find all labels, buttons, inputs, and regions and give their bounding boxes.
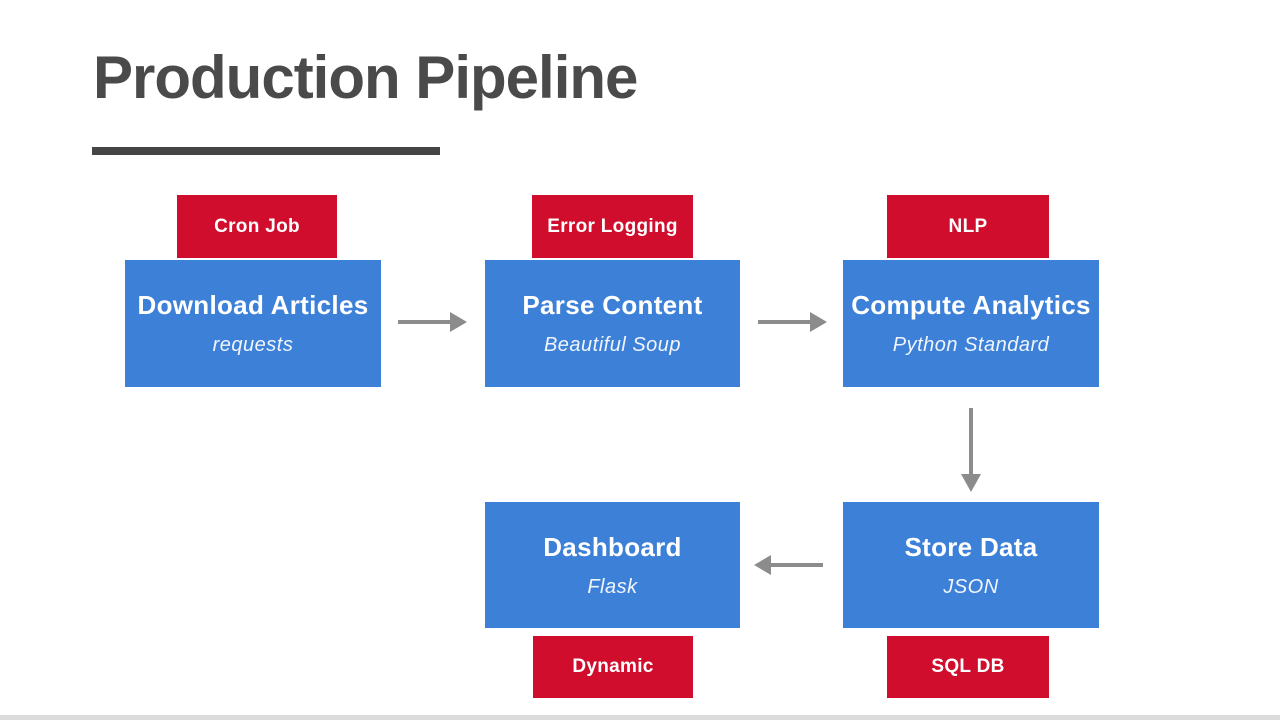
tag-sql-db: SQL DB <box>887 636 1049 698</box>
arrow-head <box>754 555 771 575</box>
node-download-articles-subtitle: requests <box>212 334 294 356</box>
arrow-parse-to-analytics-icon <box>758 312 827 332</box>
node-store-data: Store Data JSON <box>843 502 1099 628</box>
node-download-articles: Download Articles requests <box>125 260 381 387</box>
tag-dynamic: Dynamic <box>533 636 693 698</box>
node-compute-analytics-title: Compute Analytics <box>851 290 1091 320</box>
node-parse-content: Parse Content Beautiful Soup <box>485 260 740 387</box>
arrow-download-to-parse-icon <box>398 312 467 332</box>
arrow-shaft <box>969 408 973 474</box>
bottom-edge-bar <box>0 715 1280 720</box>
node-parse-content-subtitle: Beautiful Soup <box>543 334 682 356</box>
node-dashboard: Dashboard Flask <box>485 502 740 628</box>
arrow-shaft <box>771 563 823 567</box>
arrow-store-to-dashboard-icon <box>754 555 823 575</box>
node-parse-content-title: Parse Content <box>522 290 703 320</box>
arrow-head <box>810 312 827 332</box>
arrow-shaft <box>398 320 450 324</box>
node-store-data-subtitle: JSON <box>943 575 999 598</box>
node-dashboard-title: Dashboard <box>543 531 682 562</box>
tag-cron-job: Cron Job <box>177 195 337 258</box>
arrow-head <box>450 312 467 332</box>
tag-nlp: NLP <box>887 195 1049 258</box>
arrow-analytics-to-store-icon <box>961 408 981 492</box>
tag-error-logging: Error Logging <box>532 195 693 258</box>
arrow-head <box>961 474 981 492</box>
node-compute-analytics: Compute Analytics Python Standard <box>843 260 1099 387</box>
title-underline <box>92 147 440 155</box>
node-compute-analytics-subtitle: Python Standard <box>892 334 1050 356</box>
node-download-articles-title: Download Articles <box>137 290 369 320</box>
node-store-data-title: Store Data <box>904 531 1038 562</box>
arrow-shaft <box>758 320 810 324</box>
node-dashboard-subtitle: Flask <box>587 575 638 598</box>
slide-title: Production Pipeline <box>93 44 638 111</box>
